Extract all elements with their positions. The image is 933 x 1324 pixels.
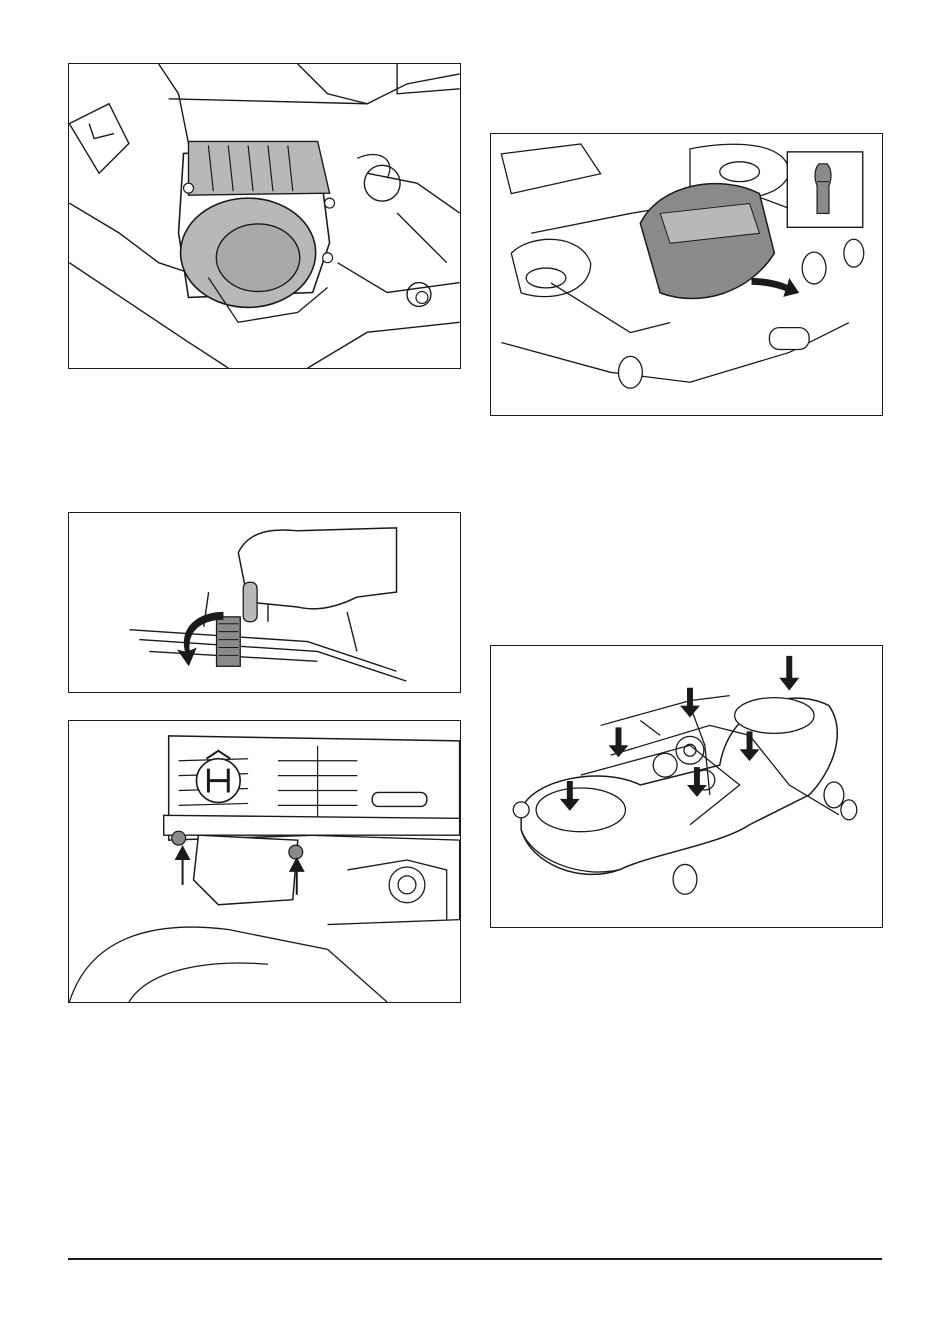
figure-belt-cover — [490, 133, 883, 416]
front-screws-illustration — [69, 721, 460, 1002]
cutting-deck-illustration — [491, 646, 882, 927]
belt-cover-illustration — [491, 134, 882, 415]
footer-rule — [68, 1258, 882, 1260]
lever-handle-icon — [815, 164, 831, 214]
arrow-release-icon — [752, 278, 800, 297]
figure-air-filter — [68, 63, 461, 369]
air-filter-illustration — [69, 64, 460, 368]
arrow-down-icon — [609, 727, 629, 757]
arrow-down-icon — [779, 656, 799, 691]
figure-deck-screws — [490, 645, 883, 928]
figure-hose-clamp — [68, 512, 461, 693]
figure-front-screws — [68, 720, 461, 1003]
hose-clamp-illustration — [69, 513, 460, 692]
arrow-up-icon — [175, 845, 191, 885]
inset-lever-handle — [787, 152, 862, 227]
